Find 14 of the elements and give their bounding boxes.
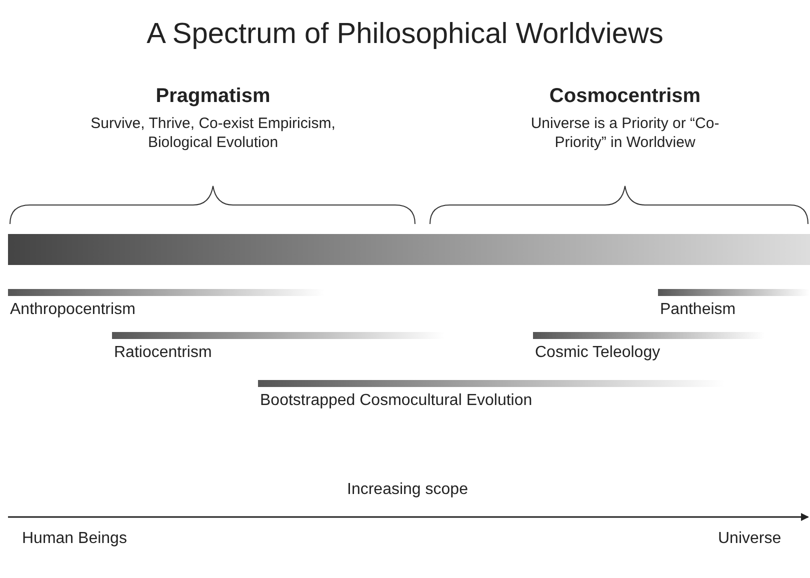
spectrum-bar: [8, 234, 810, 265]
group-description: Universe is a Priority or “Co-Priority” in Worldview: [530, 114, 720, 152]
group-description: Survive, Thrive, Co-exist Empiricism, Biological Evolution: [90, 114, 336, 152]
group-heading: Cosmocentrism: [549, 85, 701, 108]
worldview-label: Pantheism: [660, 301, 736, 319]
axis-end-label: Universe: [718, 530, 782, 548]
worldview-label: Anthropocentrism: [10, 301, 136, 319]
worldview-label: Bootstrapped Cosmocultural Evolution: [260, 392, 532, 410]
axis-end-label: Human Beings: [22, 530, 127, 548]
worldview-label: Ratiocentrism: [114, 344, 212, 362]
group-heading: Pragmatism: [156, 85, 270, 108]
worldview-label: Cosmic Teleology: [535, 344, 660, 362]
axis-label: Increasing scope: [347, 481, 468, 499]
title: A Spectrum of Philosophical Worldviews: [146, 18, 664, 51]
